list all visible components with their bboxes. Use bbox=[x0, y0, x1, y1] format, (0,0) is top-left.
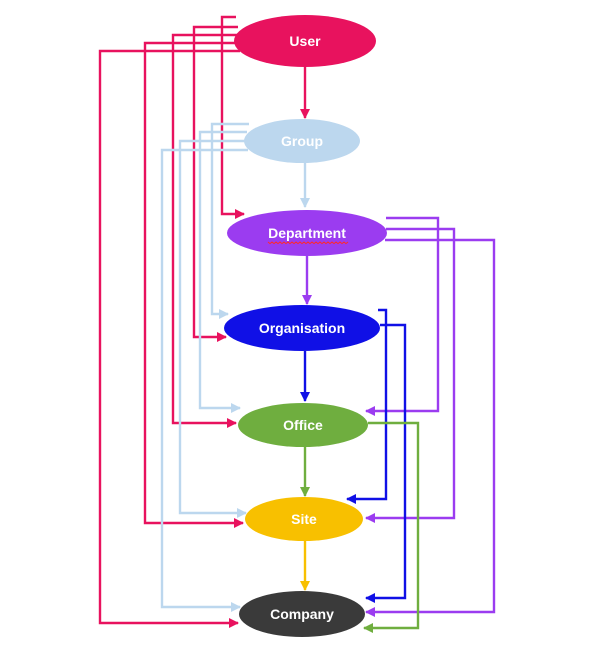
edge-user-to-department bbox=[220, 15, 246, 220]
node-company: Company bbox=[239, 591, 365, 637]
node-site-shape bbox=[245, 497, 363, 541]
node-site: Site bbox=[245, 497, 363, 541]
node-office: Office bbox=[238, 403, 368, 447]
edge-user-to-company bbox=[98, 49, 240, 629]
node-site-label: Site bbox=[291, 511, 317, 527]
node-group: Group bbox=[244, 119, 360, 163]
node-group-label: Group bbox=[281, 133, 323, 149]
node-office-label: Office bbox=[283, 417, 323, 433]
edge-user-to-office bbox=[171, 33, 240, 429]
node-department: Department bbox=[227, 210, 387, 256]
edges-layer bbox=[98, 15, 496, 634]
edge-group-to-organisation bbox=[210, 122, 249, 320]
node-organisation-shape bbox=[224, 305, 380, 351]
edge-organisation-to-company bbox=[364, 323, 407, 604]
edge-user-to-site bbox=[143, 41, 245, 529]
node-department-label: Department bbox=[268, 225, 346, 241]
edge-department-to-company bbox=[364, 238, 496, 618]
node-office-shape bbox=[238, 403, 368, 447]
node-organisation-label: Organisation bbox=[259, 320, 345, 336]
spellcheck-underline bbox=[267, 241, 349, 245]
node-department-shape bbox=[227, 210, 387, 256]
nodes-layer: UserGroupDepartmentOrganisationOfficeSit… bbox=[224, 15, 387, 637]
node-group-shape bbox=[244, 119, 360, 163]
edge-group-to-company bbox=[160, 148, 248, 613]
node-company-label: Company bbox=[270, 606, 334, 622]
node-user-label: User bbox=[289, 33, 321, 49]
edge-department-to-site bbox=[364, 227, 456, 524]
edge-department-to-office bbox=[364, 216, 440, 417]
edge-group-to-office bbox=[198, 130, 247, 414]
edge-organisation-to-site bbox=[345, 308, 388, 505]
edge-user-to-organisation bbox=[192, 25, 238, 343]
edge-group-to-site bbox=[178, 139, 248, 519]
node-user-shape bbox=[234, 15, 376, 67]
edge-office-to-company bbox=[362, 421, 420, 634]
node-company-shape bbox=[239, 591, 365, 637]
node-user: User bbox=[234, 15, 376, 67]
node-organisation: Organisation bbox=[224, 305, 380, 351]
